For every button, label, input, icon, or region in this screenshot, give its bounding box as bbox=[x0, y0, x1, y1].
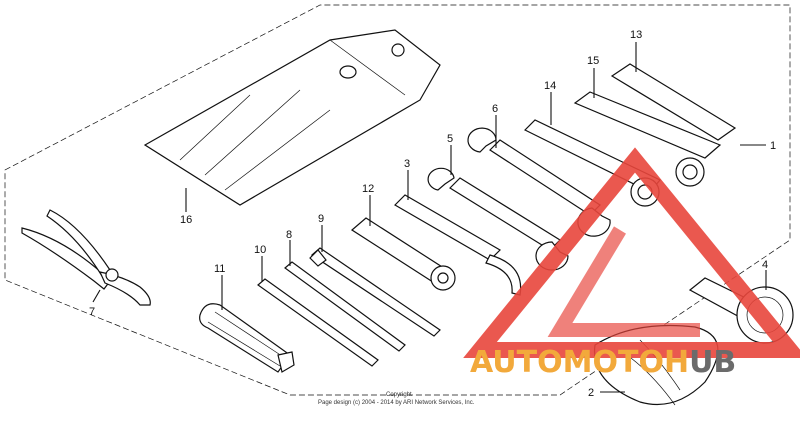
watermark-text: AUTOMOTOHUB bbox=[470, 345, 736, 380]
callout-16: 16 bbox=[180, 214, 192, 226]
callout-14: 14 bbox=[544, 80, 556, 92]
callout-11: 11 bbox=[214, 263, 225, 275]
callout-leaders bbox=[92, 42, 767, 393]
callout-9: 9 bbox=[318, 213, 324, 225]
copyright-line1: Copyright bbox=[386, 392, 412, 398]
kit-boundary bbox=[4, 4, 791, 396]
callout-1: 1 bbox=[770, 140, 776, 152]
copyright-line2: Page design (c) 2004 - 2014 by ARI Netwo… bbox=[318, 400, 475, 406]
pin-spanner-3 bbox=[394, 194, 522, 296]
screwdriver-shaft-10 bbox=[257, 278, 379, 367]
callout-4: 4 bbox=[762, 259, 768, 271]
box-wrench-12 bbox=[350, 217, 456, 291]
tool-bag bbox=[143, 29, 441, 206]
screwdriver-shaft-9 bbox=[309, 247, 441, 337]
screwdriver-handle-11 bbox=[199, 303, 295, 373]
callout-6: 6 bbox=[492, 103, 498, 115]
callout-3: 3 bbox=[404, 158, 410, 170]
pliers-7 bbox=[21, 209, 151, 306]
callout-7: 7 bbox=[89, 306, 95, 318]
callout-15: 15 bbox=[587, 55, 599, 67]
callout-12: 12 bbox=[362, 183, 374, 195]
callout-5: 5 bbox=[447, 133, 453, 145]
watermark-logo bbox=[463, 147, 800, 358]
sleeve-15 bbox=[573, 91, 722, 159]
callout-10: 10 bbox=[254, 244, 266, 256]
callout-2: 2 bbox=[588, 387, 594, 399]
callout-8: 8 bbox=[286, 229, 292, 241]
callout-13: 13 bbox=[630, 29, 642, 41]
sleeve-13 bbox=[610, 63, 737, 141]
